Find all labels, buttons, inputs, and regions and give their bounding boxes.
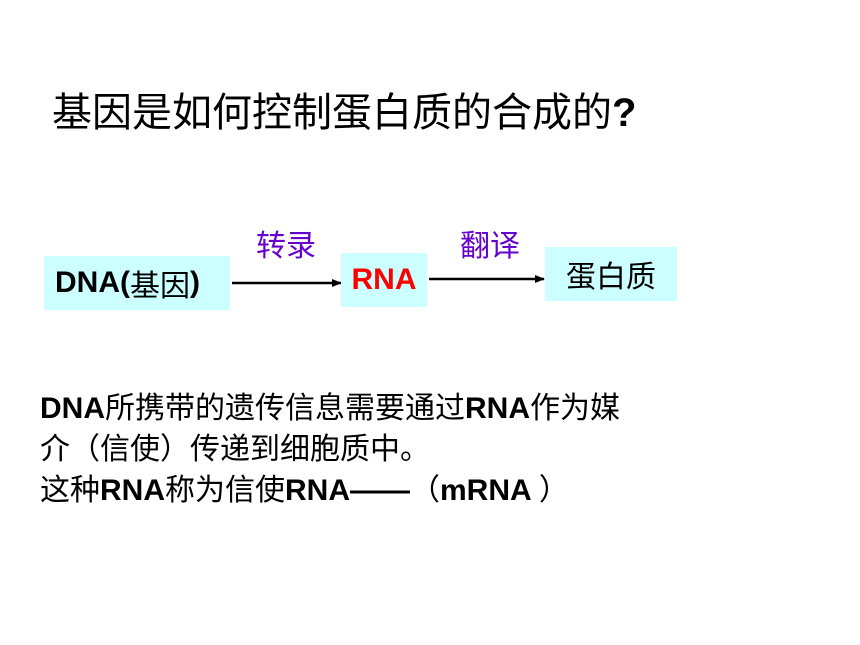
transcription-label: 转录 [256,229,316,264]
dna-prefix: DNA( [55,266,130,299]
line3-start: 这种 [40,473,100,508]
title-question-mark: ? [612,91,637,135]
slide-title: 基因是如何控制蛋白质的合成的? [52,88,636,138]
paragraph-line-1: DNA所携带的遗传信息需要通过RNA作为媒 [40,388,830,429]
protein-box: 蛋白质 [545,247,677,301]
line1-end: 作为媒 [530,391,620,426]
rna-box: RNA [341,253,427,307]
line3-mid: 称为信使 [165,473,285,508]
dna-term: DNA [40,392,105,425]
gene-text: 基因 [130,269,190,304]
mrna-term: mRNA [440,474,539,507]
paragraph-line-2: 介（信使）传递到细胞质中。 [40,432,430,467]
explanation-paragraph: DNA所携带的遗传信息需要通过RNA作为媒 介（信使）传递到细胞质中。 这种RN… [40,388,830,511]
title-text: 基因是如何控制蛋白质的合成的 [52,90,612,136]
translation-label: 翻译 [460,229,520,264]
line1-text: 所携带的遗传信息需要通过 [105,391,465,426]
line3-close-paren: ） [538,473,569,508]
line3-open-paren: （ [410,473,440,508]
dna-suffix: ) [190,266,200,299]
rna-term: RNA [465,392,530,425]
paragraph-line-3: 这种RNA称为信使RNA——（mRNA ） [40,470,830,511]
rna-dash-term: RNA—— [285,474,410,507]
dna-gene-box: DNA(基因) [44,256,230,310]
rna-term-2: RNA [100,474,165,507]
